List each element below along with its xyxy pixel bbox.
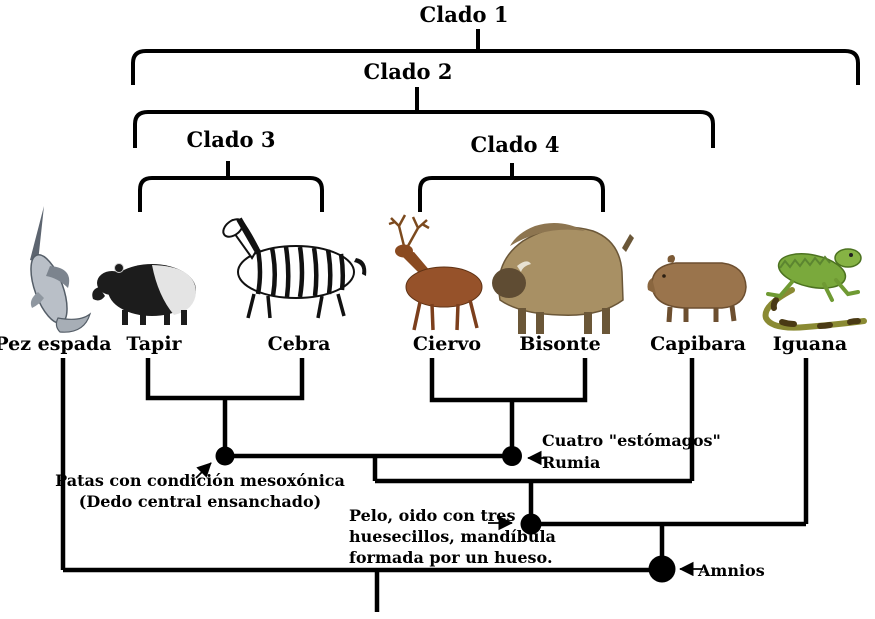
taxon-label-ciervo: Ciervo <box>412 333 482 355</box>
tapir-illustration <box>92 263 196 325</box>
clade1-bracket <box>131 49 860 85</box>
capybara-illustration <box>647 255 747 323</box>
taxon-label-capibara: Capibara <box>650 333 746 355</box>
mesoxonica-arrow <box>195 462 212 479</box>
clade-1-label: Clado 1 <box>419 2 509 27</box>
annotation-rumia-line2: Rumia <box>542 453 601 472</box>
node-mesoxonica <box>215 446 235 466</box>
annotation-pelo: Pelo, oido con tres huesecillos, mandíbu… <box>349 505 556 568</box>
iguana-illustration <box>762 248 867 331</box>
taxon-label-iguana: Iguana <box>772 333 848 355</box>
annotation-pelo-line3: formada por un hueso. <box>349 548 553 567</box>
clade3-bracket <box>138 176 324 212</box>
annotation-pelo-line1: Pelo, oido con tres <box>349 506 516 525</box>
node-rumia <box>502 446 522 466</box>
clade4-bracket <box>418 176 605 212</box>
annotation-mesoxonica-line2: (Dedo central ensanchado) <box>78 492 322 511</box>
annotation-arrows <box>195 450 703 577</box>
clade-3-label: Clado 3 <box>186 127 276 152</box>
phylogeny-lines <box>60 358 809 612</box>
taxon-label-bisonte: Bisonte <box>519 333 601 355</box>
node-pelo <box>520 513 542 535</box>
annotation-pelo-line2: huesecillos, mandíbula <box>349 527 556 546</box>
tree-lines <box>131 29 860 212</box>
deer-illustration <box>388 214 483 331</box>
annotation-mesoxonica: Patas con condición mesoxónica (Dedo cen… <box>55 470 345 512</box>
clade-2-label: Clado 2 <box>363 59 453 84</box>
annotation-amnios-label: Amnios <box>698 561 765 580</box>
annotation-mesoxonica-line1: Patas con condición mesoxónica <box>55 471 345 490</box>
annotation-rumia: Cuatro "estómagos" Rumia <box>542 430 721 474</box>
taxon-label-pez-espada: Pez espada <box>0 333 112 355</box>
taxon-label-cebra: Cebra <box>267 333 331 355</box>
node-amnios <box>648 555 676 583</box>
annotation-rumia-line1: Cuatro "estómagos" <box>542 431 721 450</box>
swordfish-illustration <box>30 206 92 333</box>
annotation-amnios: Amnios <box>698 560 765 581</box>
clade-4-label: Clado 4 <box>470 132 560 157</box>
tapir-cebra-fork <box>145 358 305 456</box>
taxon-label-tapir: Tapir <box>126 333 182 355</box>
zebra-illustration <box>222 217 367 319</box>
bison-illustration <box>492 222 634 334</box>
clade2-bracket <box>133 110 715 148</box>
